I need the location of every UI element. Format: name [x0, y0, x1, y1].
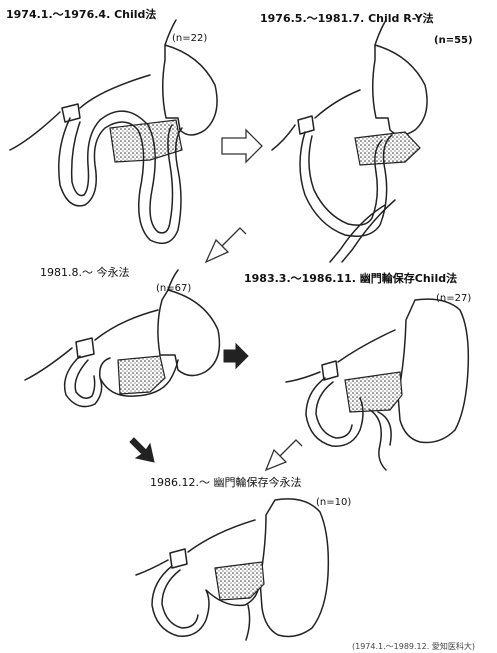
- stage-5-label: 1986.12.〜 幽門輪保存今永法: [150, 476, 301, 489]
- stage-3-period: 1981.8.〜: [40, 266, 93, 279]
- arrow-down-left-open: [206, 228, 246, 262]
- stomach: [398, 299, 468, 442]
- hepatic-duct: [286, 330, 395, 382]
- stage-5-count: (n=10): [316, 496, 351, 509]
- pancreas-remnant: [345, 372, 402, 412]
- stage-5-period: 1986.12.〜: [150, 476, 210, 489]
- arrow-right-open: [222, 130, 262, 162]
- bile-duct-stump: [170, 549, 187, 568]
- arrow-right-solid: [224, 344, 248, 368]
- bile-duct-stump: [322, 361, 338, 380]
- stage-1-method: Child法: [114, 8, 156, 21]
- panel-pp-child: [286, 299, 468, 470]
- stage-1-label: 1974.1.〜1976.4. Child法: [6, 8, 156, 21]
- stage-4-label: 1983.3.〜1986.11. 幽門輪保存Child法: [244, 272, 457, 285]
- panel-child-ry: [272, 20, 427, 262]
- bile-duct-stump: [62, 104, 80, 122]
- arrow-down-left-open: [266, 440, 302, 470]
- stage-3-count: (n=67): [156, 282, 191, 295]
- stage-1-period: 1974.1.〜1976.4.: [6, 8, 110, 21]
- pancreas-remnant: [118, 356, 165, 394]
- stage-3-method: 今永法: [97, 266, 130, 279]
- stage-5-method: 幽門輪保存今永法: [213, 476, 301, 489]
- stomach-remnant: [158, 290, 220, 376]
- stage-3-label: 1981.8.〜 今永法: [40, 266, 130, 279]
- panel-child: [10, 20, 217, 243]
- stage-2-label: 1976.5.〜1981.7. Child R-Y法: [260, 12, 434, 25]
- stomach-remnant: [373, 45, 427, 135]
- stage-2-count: (n=55): [434, 34, 473, 47]
- stomach: [260, 499, 328, 637]
- footnote: (1974.1.〜1989.12. 愛知医科大): [352, 640, 475, 653]
- bile-duct-stump: [76, 338, 94, 358]
- arrow-down-right-solid: [130, 438, 154, 462]
- pancreas-remnant: [355, 132, 420, 165]
- stage-2-period: 1976.5.〜1981.7.: [260, 12, 364, 25]
- panel-pp-imanaga: [136, 499, 328, 640]
- stage-4-method: 幽門輪保存Child法: [360, 272, 457, 285]
- stage-4-count: (n=27): [436, 292, 471, 305]
- stage-4-period: 1983.3.〜1986.11.: [244, 272, 356, 285]
- stage-1-count: (n=22): [172, 32, 207, 45]
- bile-duct-stump: [298, 116, 314, 134]
- stage-2-method: Child R-Y法: [368, 12, 434, 25]
- hepatic-duct: [272, 90, 360, 150]
